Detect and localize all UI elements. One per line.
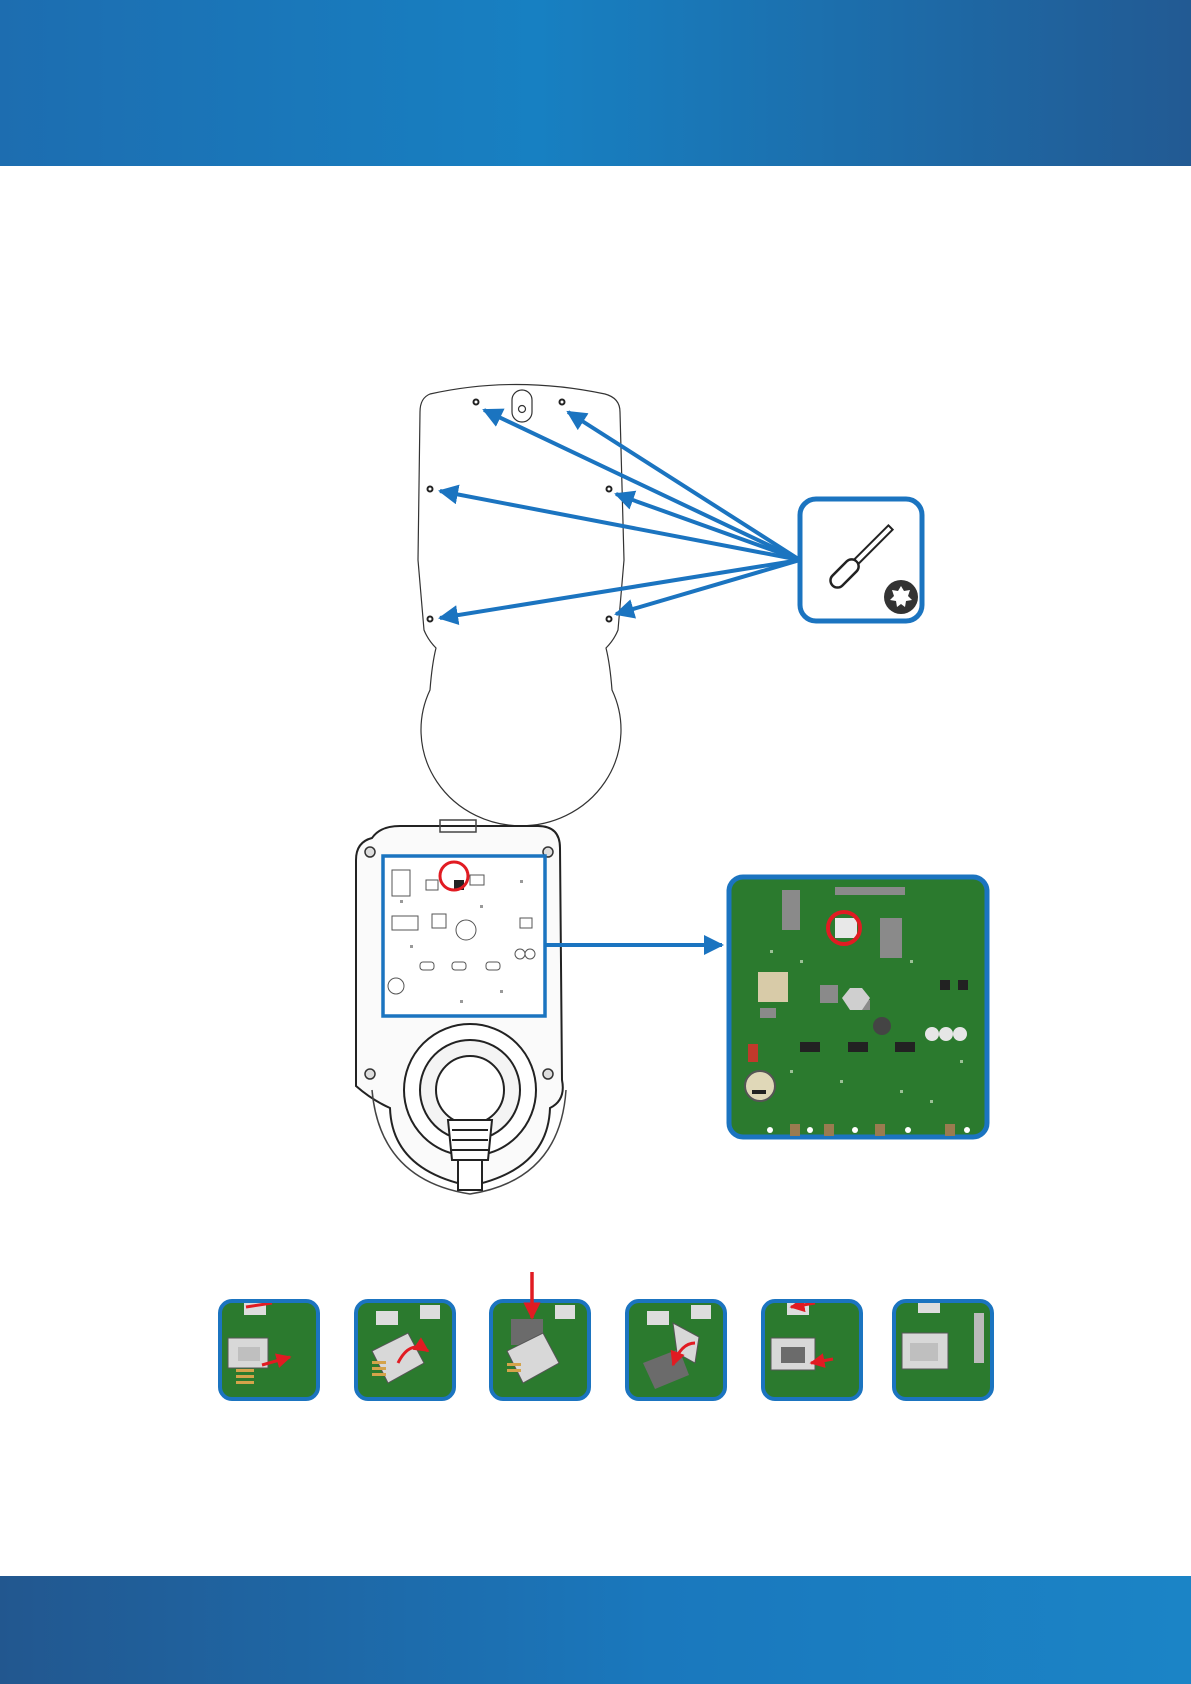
sim-step-4: [625, 1299, 727, 1401]
sim-step-1: [218, 1299, 320, 1401]
sim-step-3: [489, 1299, 591, 1401]
sim-step-2: [354, 1299, 456, 1401]
sim-step-5: [761, 1299, 863, 1401]
footer-band: [0, 1576, 1191, 1684]
sim-step-6: [892, 1299, 994, 1401]
